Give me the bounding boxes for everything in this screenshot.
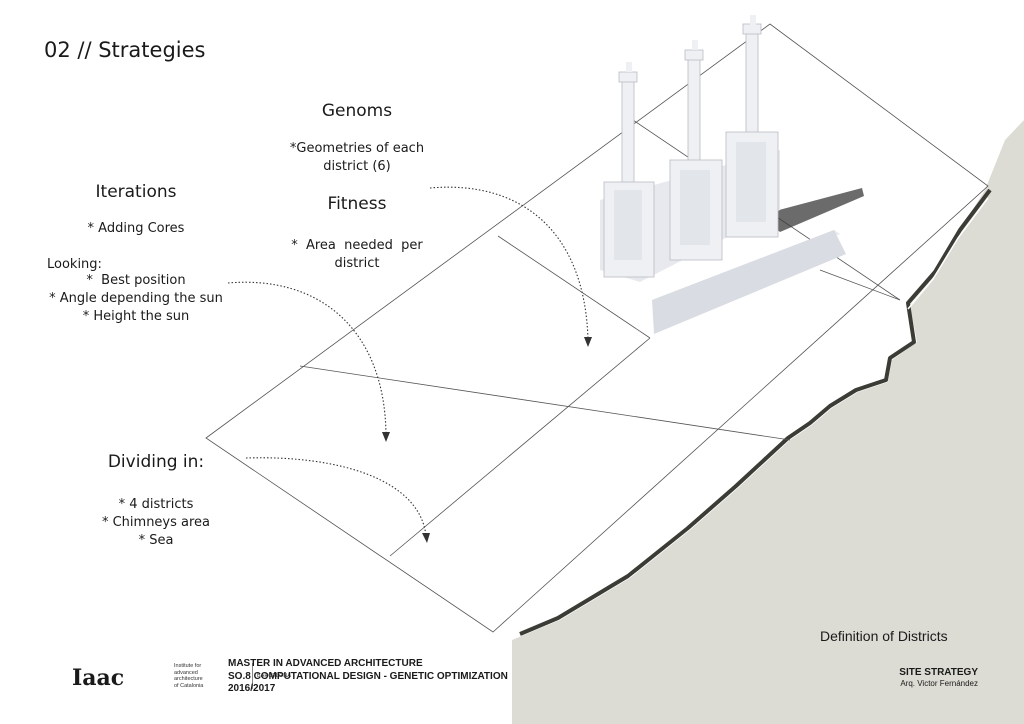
fitness-line: district: [334, 256, 380, 271]
looking-item: * Height the sun: [82, 309, 190, 324]
arrow-head-dividing: [422, 533, 430, 543]
logo-divider: [252, 663, 253, 689]
sheet-title: SITE STRATEGY: [899, 667, 978, 678]
course-info: MASTER IN ADVANCED ARCHITECTURE SO.8 COM…: [228, 658, 508, 696]
logo-mark: Iaac: [72, 665, 125, 691]
sea-area: [512, 120, 1024, 724]
fitness-line: * Area needed per: [291, 238, 423, 253]
page-title: 02 // Strategies: [44, 38, 206, 62]
course-module: SO.8 COMPUTATIONAL DESIGN - GENETIC OPTI…: [228, 670, 508, 682]
course-year: 2016/2017: [228, 683, 276, 694]
arrow-genoms: [429, 186, 589, 341]
logo-institute-text: Institute for advanced architecture of C…: [174, 663, 204, 689]
long-wall-front: [652, 230, 846, 334]
site-grid: [205, 23, 989, 633]
looking-item: * Angle depending the sun: [49, 291, 223, 306]
sheet-info: SITE STRATEGY Arq. Victor Fernández: [888, 667, 978, 688]
dividing-heading: Dividing in:: [107, 452, 205, 472]
fitness-heading: Fitness: [327, 194, 387, 214]
chimney-2: [669, 40, 723, 261]
fitness-text: * Area needed per district: [282, 237, 432, 273]
divider-line-3: [497, 235, 651, 339]
chimney-3: [725, 15, 779, 238]
site-boundary: [205, 23, 989, 633]
looking-list: * Best position * Angle depending the su…: [40, 272, 232, 326]
coast-edge: [519, 188, 992, 636]
genoms-line: *Geometries of each: [289, 141, 425, 156]
course-program: MASTER IN ADVANCED ARCHITECTURE: [228, 658, 423, 669]
arrow-dividing: [245, 457, 427, 537]
arrow-head-genoms: [584, 337, 592, 347]
divider-line-1: [389, 337, 651, 557]
dividing-item: * Sea: [138, 533, 174, 548]
divider-line-2: [299, 365, 791, 441]
dividing-list: * 4 districts * Chimneys area * Sea: [88, 496, 224, 550]
dividing-item: * 4 districts: [118, 497, 194, 512]
genoms-line: district (6): [323, 159, 391, 174]
looking-item: * Best position: [86, 273, 186, 288]
power-plant-model: [600, 15, 864, 334]
arrows: [227, 186, 589, 537]
arrow-heads: [382, 337, 592, 543]
divider-line-5: [819, 269, 901, 301]
logo-city-text: BARCELONA: [257, 673, 291, 679]
iterations-text: * Adding Cores: [87, 221, 185, 236]
arrow-head-iterations: [382, 432, 390, 442]
dividing-item: * Chimneys area: [101, 515, 211, 530]
iterations-heading: Iterations: [95, 182, 177, 202]
building-shadow: [760, 188, 864, 232]
chimney-1: [603, 62, 655, 278]
arrow-iterations: [227, 281, 387, 436]
sheet-author: Arq. Victor Fernández: [900, 679, 978, 688]
looking-label: Looking:: [47, 257, 102, 272]
diagram-caption: Definition of Districts: [820, 628, 948, 644]
genoms-heading: Genoms: [321, 101, 393, 121]
coast-edge-highlight: [907, 197, 989, 310]
genoms-text: *Geometries of each district (6): [282, 140, 432, 176]
